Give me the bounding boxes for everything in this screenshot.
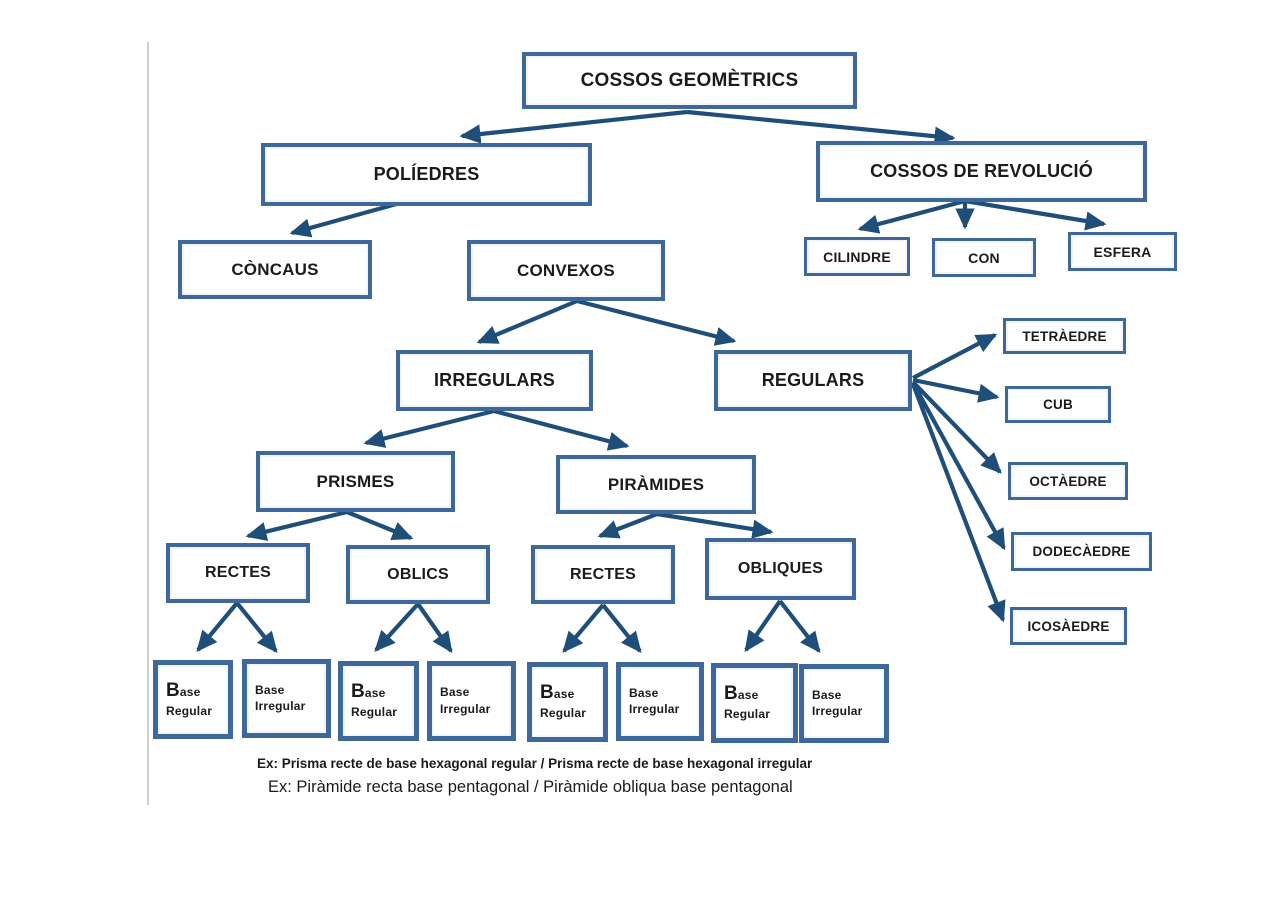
leaf-label-line2: Regular	[540, 706, 587, 721]
example-note-prisma: Ex: Prisma recte de base hexagonal regul…	[257, 756, 813, 771]
node-esfera: ESFERA	[1068, 232, 1177, 271]
leaf-label-line1: Base	[351, 681, 386, 703]
leaf-label-line2: Regular	[724, 707, 771, 722]
node-concaus: CÒNCAUS	[178, 240, 372, 299]
leaf-label-line2: Irregular	[629, 702, 680, 716]
node-base-regular-4: Base Regular	[711, 663, 798, 743]
node-base-irregular-2: Base Irregular	[427, 661, 516, 741]
leaf-label-line2: Irregular	[440, 701, 491, 716]
node-prismes: PRISMES	[256, 451, 455, 512]
page-left-divider-line	[147, 42, 149, 805]
node-oblics: OBLICS	[346, 545, 490, 604]
node-cossos-geometrics: COSSOS GEOMÈTRICS	[522, 52, 857, 109]
node-base-regular-2: Base Regular	[338, 661, 419, 741]
node-base-irregular-4: Base Irregular	[799, 664, 889, 743]
leaf-label-line2: Regular	[166, 703, 213, 718]
leaf-label-line1: Base	[255, 682, 285, 697]
node-base-regular-3: Base Regular	[527, 662, 608, 742]
node-base-regular-1: Base Regular	[153, 660, 233, 739]
leaf-label-line1: Base	[166, 679, 201, 701]
node-obliques: OBLIQUES	[705, 538, 856, 600]
node-con: CON	[932, 238, 1036, 277]
node-cub: CUB	[1005, 386, 1111, 423]
node-rectes-piramides: RECTES	[531, 545, 675, 604]
leaf-label-line2: Irregular	[812, 704, 863, 718]
node-dodecaedre: DODECÀEDRE	[1011, 532, 1152, 571]
leaf-label-line1: Base	[724, 683, 759, 705]
node-base-irregular-1: Base Irregular	[242, 659, 331, 738]
node-tetraedre: TETRÀEDRE	[1003, 318, 1126, 354]
leaf-label-line2: Regular	[351, 705, 398, 720]
leaf-label-line1: Base	[812, 687, 842, 702]
node-base-irregular-3: Base Irregular	[616, 662, 704, 741]
node-octaedre: OCTÀEDRE	[1008, 462, 1128, 500]
leaf-label-line1: Base	[629, 685, 659, 700]
leaf-label-line1: Base	[540, 682, 575, 704]
node-poliedres: POLÍEDRES	[261, 143, 592, 206]
node-regulars: REGULARS	[714, 350, 912, 411]
node-icosaedre: ICOSÀEDRE	[1010, 607, 1127, 645]
leaf-label-line1: Base	[440, 685, 470, 700]
node-convexos: CONVEXOS	[467, 240, 665, 301]
example-note-piramide: Ex: Piràmide recta base pentagonal / Pir…	[268, 778, 793, 796]
leaf-label-line2: Irregular	[255, 699, 306, 713]
node-irregulars: IRREGULARS	[396, 350, 593, 411]
node-piramides: PIRÀMIDES	[556, 455, 756, 514]
node-rectes-prismes: RECTES	[166, 543, 310, 603]
node-cossos-de-revolucio: COSSOS DE REVOLUCIÓ	[816, 141, 1147, 202]
node-cilindre: CILINDRE	[804, 237, 910, 276]
